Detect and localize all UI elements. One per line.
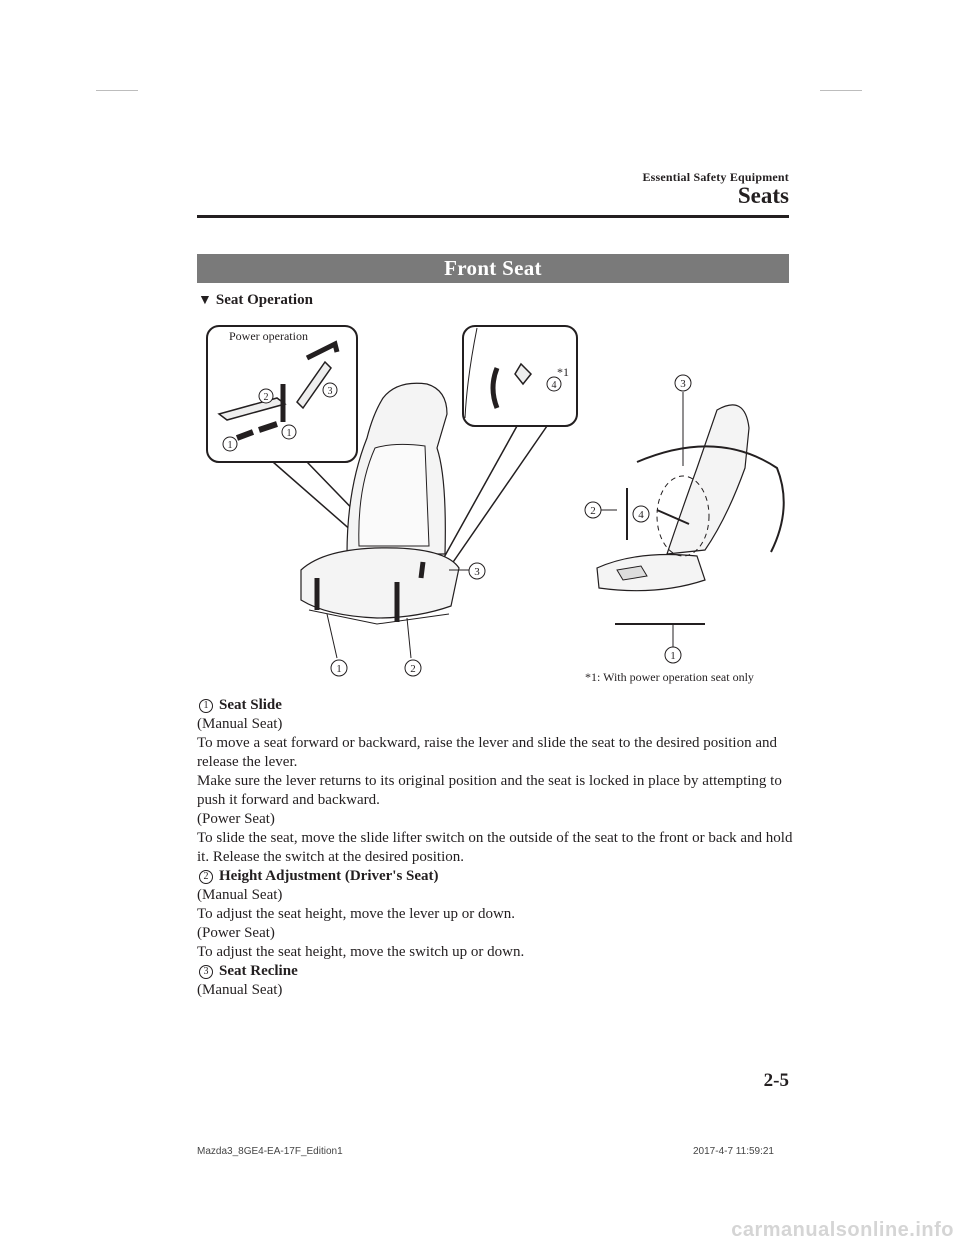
height-manual-label: (Manual Seat) xyxy=(197,887,283,903)
height-power-label: (Power Seat) xyxy=(197,925,275,941)
section-band-title: Front Seat xyxy=(197,254,789,283)
recline-switch-arrow-icon xyxy=(490,367,500,409)
seat-operation-figure: Power operation 2 3 1 1 *1 4 3 1 xyxy=(206,325,785,684)
figure-footnote: *1: With power operation seat only xyxy=(585,670,754,684)
inset-callout-3: 3 xyxy=(322,382,338,398)
crop-mark-left xyxy=(96,90,138,91)
inset-star-label: *1 xyxy=(557,365,569,379)
page-number: 2-5 xyxy=(763,1070,789,1091)
height-manual-text: To adjust the seat height, move the leve… xyxy=(197,906,516,922)
recline-arrow-icon xyxy=(305,340,340,361)
svg-text:2: 2 xyxy=(410,663,416,675)
inset-callout-1b: 1 xyxy=(281,424,297,440)
callout-1-side: 1 xyxy=(664,646,682,664)
inset-power-label: Power operation xyxy=(229,329,308,343)
number-1-icon: 1 xyxy=(199,698,213,713)
svg-text:1: 1 xyxy=(287,428,292,439)
lumbar-arrow-icon xyxy=(656,509,690,525)
seat-slide-power-label: (Power Seat) xyxy=(197,811,275,827)
inset-callout-4: 4 xyxy=(546,376,562,392)
header-title: Seats xyxy=(737,183,789,208)
slide-arrow-back-icon xyxy=(235,429,255,441)
seat-illustration-side: 3 2 4 1 xyxy=(584,374,785,664)
footer-right: 2017-4-7 11:59:21 xyxy=(693,1146,774,1157)
recline-manual-label: (Manual Seat) xyxy=(197,982,283,998)
svg-text:2: 2 xyxy=(264,392,269,403)
recline-angle-arrow-icon xyxy=(636,445,785,553)
callout-2-side: 2 xyxy=(584,501,602,519)
power-recline-inset: *1 4 xyxy=(462,325,578,427)
number-3-icon: 3 xyxy=(199,964,213,979)
svg-text:4: 4 xyxy=(638,509,644,521)
triangle-marker-icon: ▼ xyxy=(198,293,212,308)
svg-text:3: 3 xyxy=(474,566,480,578)
power-switch-vertical xyxy=(296,360,332,410)
seat-slide-manual-label: (Manual Seat) xyxy=(197,716,283,732)
svg-text:1: 1 xyxy=(670,650,676,662)
seat-recline-arrow-icon xyxy=(418,561,426,579)
header-rule xyxy=(197,215,789,218)
callout-3-side: 3 xyxy=(674,374,692,392)
seat-slide-manual-text-1: To move a seat forward or backward, rais… xyxy=(197,735,777,770)
callout-1-main: 1 xyxy=(330,659,348,677)
svg-text:3: 3 xyxy=(680,378,686,390)
footer-left: Mazda3_8GE4-EA-17F_Edition1 xyxy=(197,1146,343,1157)
slide-arrow-forward-icon xyxy=(258,421,278,433)
number-2-icon: 2 xyxy=(199,869,213,884)
power-operation-inset: Power operation 2 3 1 1 xyxy=(206,325,358,463)
svg-text:1: 1 xyxy=(228,440,233,451)
height-power-text: To adjust the seat height, move the swit… xyxy=(197,944,525,960)
svg-text:3: 3 xyxy=(328,386,333,397)
callout-4-side: 4 xyxy=(632,505,650,523)
header-section: Essential Safety Equipment xyxy=(642,170,789,184)
callout-3-main: 3 xyxy=(468,562,486,580)
svg-text:1: 1 xyxy=(336,663,342,675)
svg-text:2: 2 xyxy=(590,505,596,517)
crop-mark-right xyxy=(820,90,862,91)
subheading-text: Seat Operation xyxy=(215,292,313,308)
seat-slide-power-text: To slide the seat, move the slide lifter… xyxy=(197,830,793,865)
subheading: ▼Seat Operation xyxy=(198,292,313,309)
svg-text:4: 4 xyxy=(552,380,557,391)
inset-callout-2: 2 xyxy=(258,388,274,404)
seat-slide-manual-text-2: Make sure the lever returns to its origi… xyxy=(197,773,782,808)
inset-callout-1a: 1 xyxy=(222,436,238,452)
watermark: carmanualsonline.info xyxy=(731,1219,954,1241)
callout-2-main: 2 xyxy=(404,659,422,677)
seat-illustration-front: 3 1 2 xyxy=(300,382,486,677)
